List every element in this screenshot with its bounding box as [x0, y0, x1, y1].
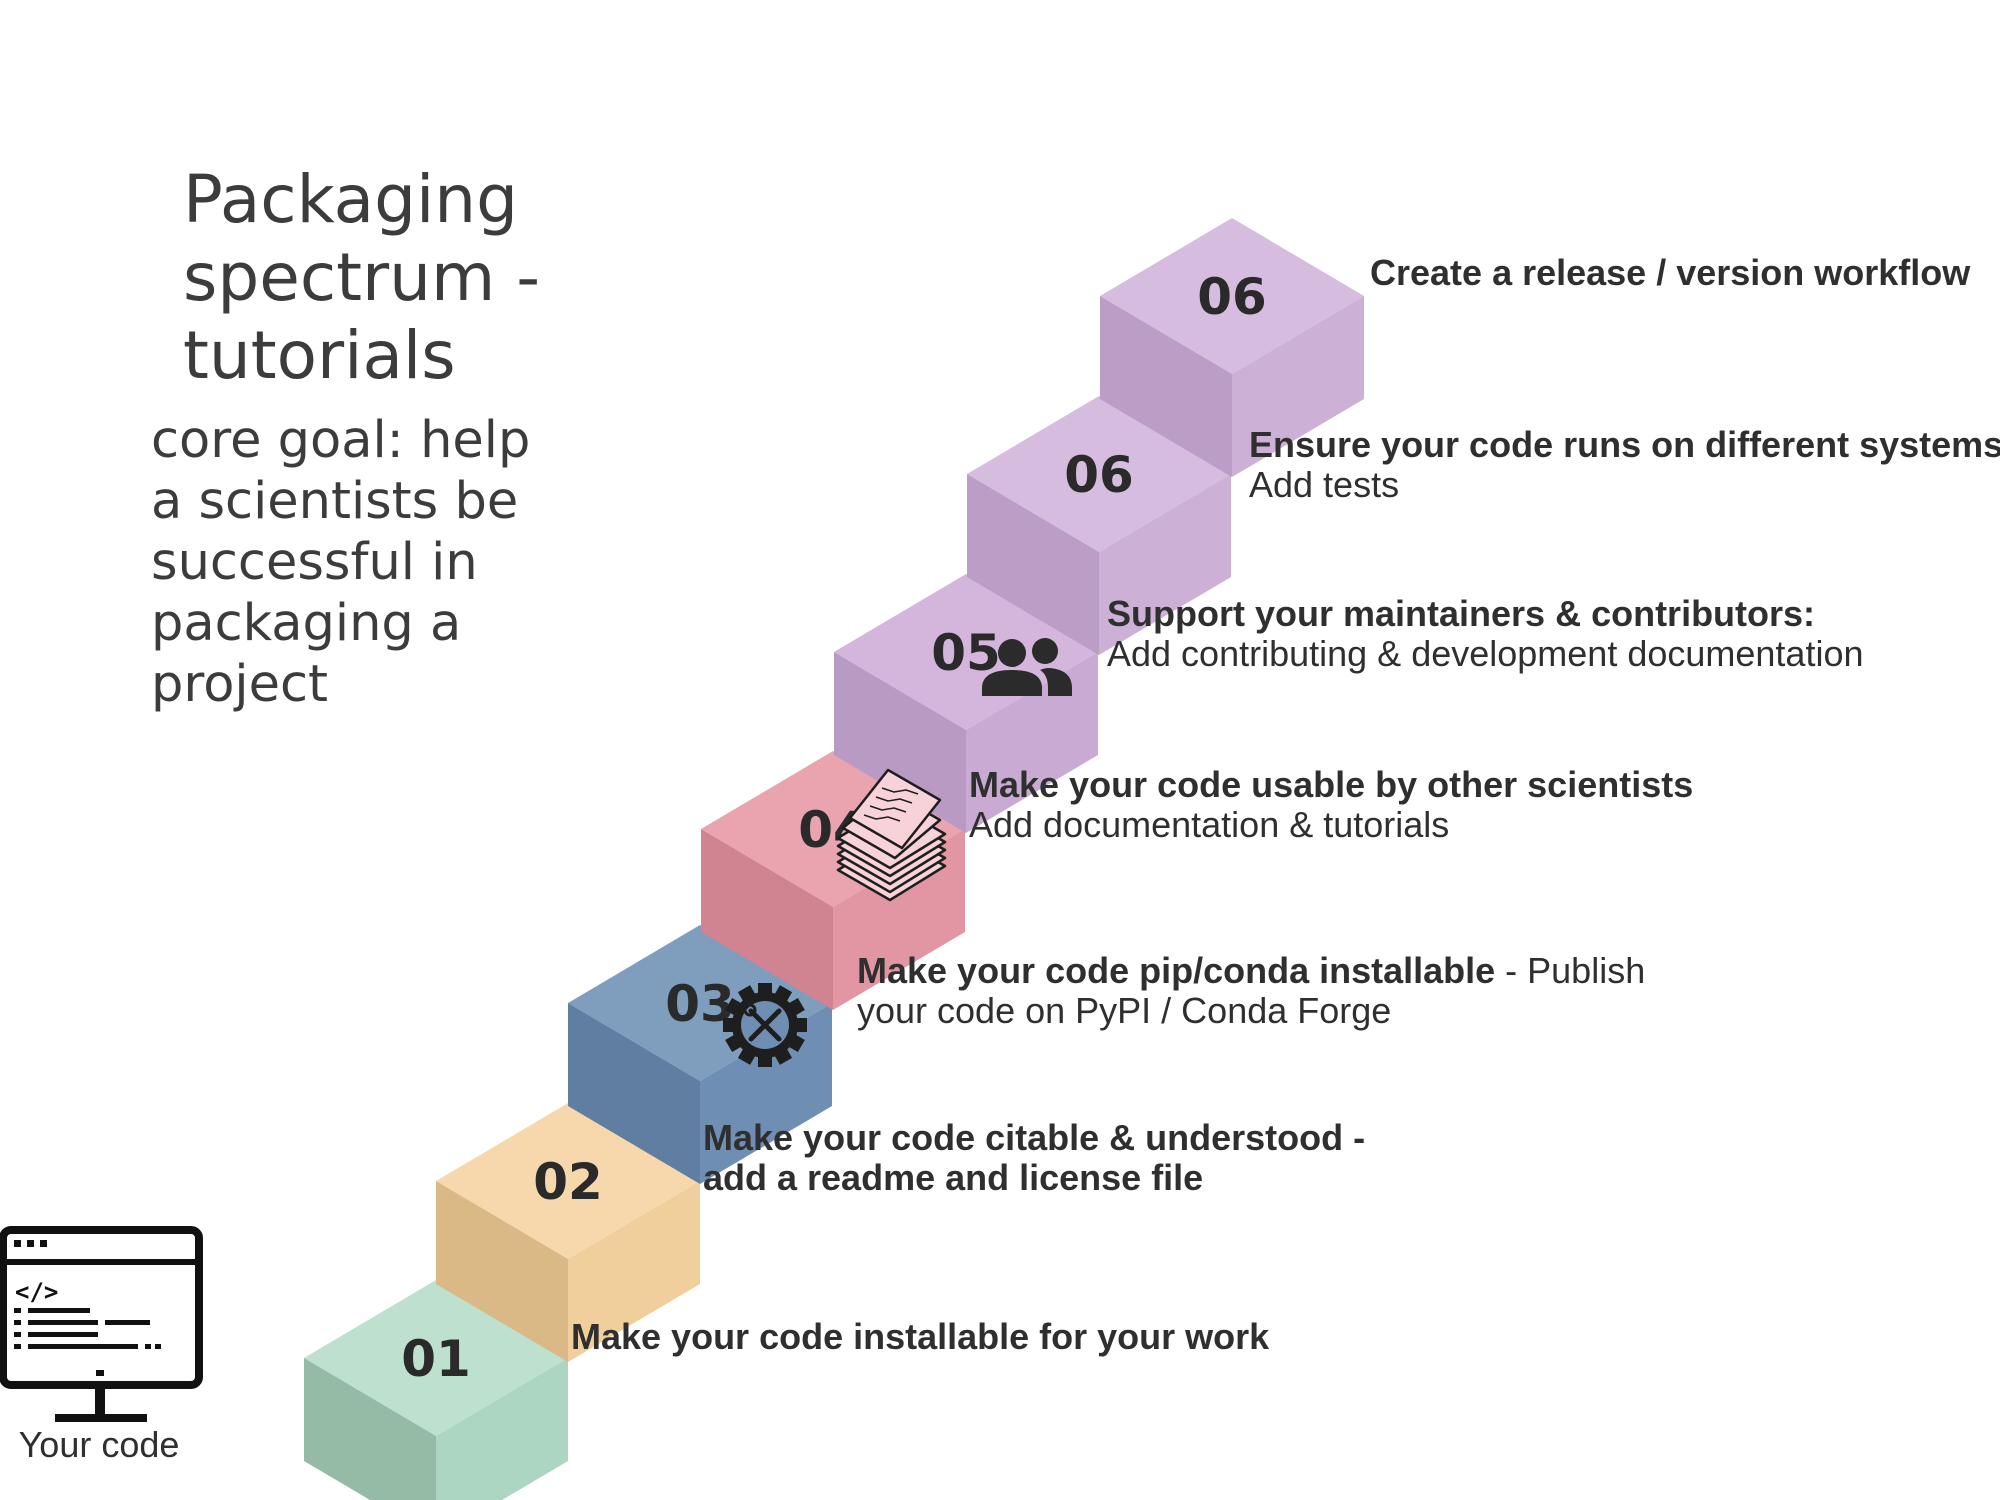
step-06-description: Ensure your code runs on different syste…	[1249, 424, 2000, 465]
documents-stack-icon	[836, 768, 947, 902]
step-06-description: Add tests	[1249, 464, 1399, 505]
step-04-description: Add documentation & tutorials	[969, 804, 1449, 845]
step-number: 06	[1197, 268, 1267, 326]
step-03-description: Make your code pip/conda installable - P…	[857, 950, 1645, 991]
title-line: tutorials	[183, 317, 456, 394]
step-07-description: Create a release / version workflow	[1370, 252, 1971, 293]
step-07-cube: 06	[1100, 218, 1364, 477]
title-line: spectrum -	[183, 239, 540, 316]
goal-line: packaging a	[151, 594, 461, 653]
left-face	[967, 474, 1099, 655]
goal-line: project	[151, 655, 328, 714]
step-02-description: add a readme and license file	[703, 1157, 1203, 1198]
step-06-cube: 06	[967, 396, 1231, 655]
left-face	[834, 652, 966, 833]
right-face	[568, 1181, 700, 1362]
step-labels: Make your code installable for your work…	[571, 252, 2000, 1357]
step-01-description: Make your code installable for your work	[571, 1316, 1270, 1357]
goal-line: successful in	[151, 533, 478, 592]
left-face	[304, 1358, 436, 1500]
diagram-title: Packaging spectrum - tutorials	[183, 161, 540, 394]
left-face	[436, 1181, 568, 1362]
right-face	[966, 652, 1098, 833]
goal-line: a scientists be	[151, 472, 518, 531]
computer-caption: Your code	[19, 1424, 180, 1465]
step-03-description: your code on PyPI / Conda Forge	[857, 990, 1391, 1031]
core-goal-text: core goal: help a scientists be successf…	[151, 411, 530, 714]
people-group-icon	[982, 638, 1072, 696]
computer-code-icon: </>	[0, 1226, 203, 1422]
step-number: 01	[401, 1330, 471, 1388]
svg-text:</>: </>	[15, 1278, 58, 1306]
step-02-description: Make your code citable & understood -	[703, 1117, 1365, 1158]
step-04-description: Make your code usable by other scientist…	[969, 764, 1693, 805]
goal-line: core goal: help	[151, 411, 530, 470]
step-05-description: Support your maintainers & contributors:	[1107, 593, 1815, 634]
step-number: 02	[533, 1153, 603, 1211]
gear-wrench-icon	[723, 983, 807, 1067]
step-number: 06	[1064, 446, 1134, 504]
right-face	[1232, 296, 1364, 477]
step-number: 05	[931, 624, 1001, 682]
right-face	[436, 1358, 568, 1500]
title-line: Packaging	[183, 161, 518, 238]
right-face	[1099, 474, 1231, 655]
left-face	[568, 1003, 700, 1184]
step-05-description: Add contributing & development documenta…	[1107, 633, 1864, 674]
left-face	[701, 829, 833, 1010]
left-face	[1100, 296, 1232, 477]
